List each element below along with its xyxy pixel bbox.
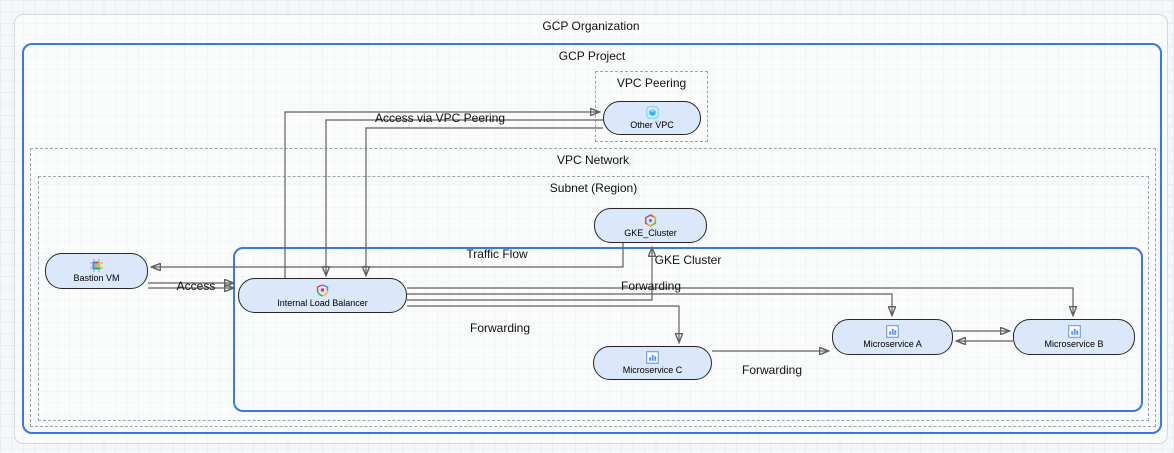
load-balancer-shield-icon <box>316 283 329 297</box>
vpc-cube-icon <box>645 106 659 119</box>
edge-label-access-via-vpc-peering: Access via VPC Peering <box>374 111 506 125</box>
gke-cluster-box-label: GKE Cluster <box>654 253 722 267</box>
node-gke-cluster[interactable]: GKE_Cluster <box>594 208 707 243</box>
edge-label-forwarding-c-to-a: Forwarding <box>741 363 803 377</box>
node-bastion-vm[interactable]: Bastion VM <box>45 253 148 289</box>
edge-label-access: Access <box>176 279 216 293</box>
compute-chip-icon <box>90 259 103 272</box>
node-microservice-c[interactable]: Microservice C <box>593 346 712 380</box>
edge-othervpc-to-ilb-1 <box>326 119 603 275</box>
edge-ilb-to-ms-a <box>407 293 892 315</box>
container-gcp-organization[interactable]: GCP Organization <box>14 14 1168 444</box>
edge-label-traffic-flow: Traffic Flow <box>466 247 528 261</box>
node-label: Internal Load Balancer <box>277 297 368 308</box>
edge-label-forwarding-to-gke: Forwarding <box>620 279 682 293</box>
container-gcp-project[interactable]: GCP Project <box>22 43 1162 434</box>
workload-chart-icon <box>646 351 659 364</box>
node-label: GKE_Cluster <box>624 227 677 238</box>
node-label: Microservice C <box>622 365 683 375</box>
edge-ilb-to-ms-c <box>407 305 679 342</box>
node-microservice-a[interactable]: Microservice A <box>832 319 953 355</box>
workload-chart-icon <box>886 325 899 338</box>
edge-ilb-to-gke-node <box>407 248 652 301</box>
node-label: Microservice A <box>863 339 922 349</box>
subnet-region-label: Subnet (Region) <box>549 181 638 195</box>
edge-othervpc-to-ilb-2 <box>366 127 603 275</box>
node-label: Microservice B <box>1044 339 1104 349</box>
vpc-peering-label: VPC Peering <box>616 76 687 90</box>
node-label: Bastion VM <box>73 273 120 283</box>
workload-chart-icon <box>1067 325 1081 338</box>
gke-hexagon-icon <box>644 213 657 227</box>
node-microservice-b[interactable]: Microservice B <box>1013 319 1135 355</box>
vpc-network-label: VPC Network <box>556 153 630 167</box>
edge-label-forwarding-to-c: Forwarding <box>469 321 531 335</box>
edge-ilb-to-ms-b <box>407 287 1073 315</box>
container-subnet-region[interactable]: Subnet (Region) <box>38 176 1149 421</box>
container-gke-cluster[interactable]: GKE Cluster <box>233 247 1143 412</box>
container-vpc-network[interactable]: VPC Network <box>30 148 1156 427</box>
gcp-organization-label: GCP Organization <box>542 19 640 33</box>
node-internal-load-balancer[interactable]: Internal Load Balancer <box>238 278 407 313</box>
edge-ilb-to-othervpc <box>284 112 599 279</box>
node-label: Other VPC <box>630 120 674 130</box>
gcp-project-label: GCP Project <box>558 49 626 63</box>
edge-gke-to-bastion <box>152 243 624 267</box>
container-vpc-peering[interactable]: VPC Peering <box>595 71 708 142</box>
node-other-vpc[interactable]: Other VPC <box>603 101 701 135</box>
